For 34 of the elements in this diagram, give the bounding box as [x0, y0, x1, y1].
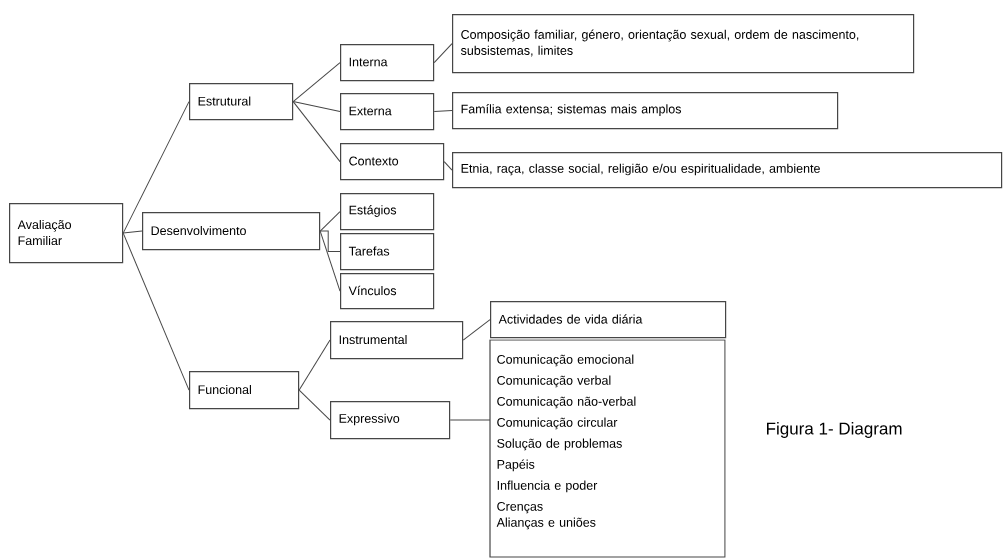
connector-line — [292, 62, 341, 103]
connector-line — [122, 232, 190, 391]
category-box: Actividades de vida diária — [490, 301, 727, 339]
connector-line — [319, 211, 341, 232]
connector-line — [292, 101, 341, 163]
figure-caption: Figura 1- Diagram — [767, 422, 902, 438]
category-box: Externa — [340, 93, 435, 131]
category-box: Composição familiar, género, orientação sexual, ordem de nascimento, subsistemas, limites — [452, 14, 915, 74]
connector-line — [319, 230, 341, 253]
connector-line — [433, 43, 453, 64]
connector-line — [292, 101, 341, 113]
category-box: Vínculos — [340, 273, 435, 310]
item-list-box: Comunicação emocional Comunicação verbal Comunicação não-verbal Comunicação circular Solução de problemas Papéis Influencia e poder Crenças Alianças e uniões — [489, 339, 726, 558]
category-box: Estrutural — [189, 83, 294, 121]
category-box: Etnia, raça, classe social, religião e/ou espiritualidade, ambiente — [452, 152, 1003, 189]
category-box: Desenvolvimento — [142, 212, 321, 251]
connector-line — [433, 110, 453, 113]
connector-line — [298, 389, 331, 421]
category-box: Família extensa; sistemas mais amplos — [452, 92, 839, 130]
connector-line — [298, 339, 331, 391]
connector-line — [122, 230, 143, 234]
connector-line — [449, 419, 491, 421]
category-box: Estágios — [340, 193, 435, 231]
connector-line — [319, 230, 341, 292]
category-box: Funcional — [189, 371, 300, 410]
connector-line — [122, 101, 190, 234]
category-box: Contexto — [340, 143, 445, 181]
category-box: Interna — [340, 44, 435, 82]
category-box: Avaliação Familiar — [9, 203, 124, 264]
category-box: Tarefas — [340, 233, 435, 271]
connector-line — [462, 319, 491, 341]
category-box: Expressivo — [330, 401, 451, 440]
category-box: Instrumental — [330, 321, 464, 360]
connector-line — [443, 161, 453, 171]
